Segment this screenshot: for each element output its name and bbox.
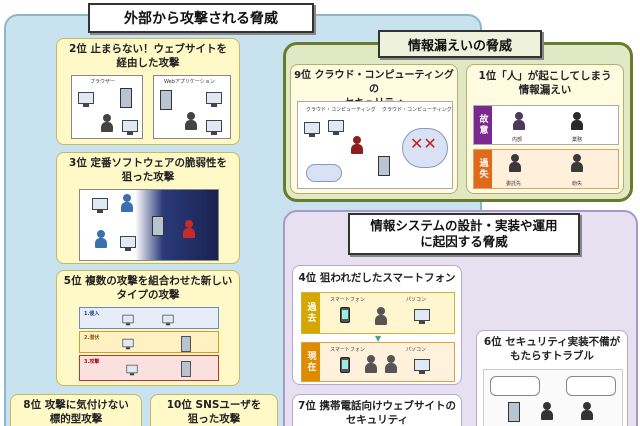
rank6-illustration [483,369,623,426]
rank6-card: 6位 セキュリティ実装不備がもたらすトラブル [476,330,628,426]
attacker-icon [100,114,114,132]
attacker-icon [374,307,388,325]
computer-icon [92,198,108,213]
rank1-card: 1位「人」が起こしてしまう情報漏えい 故意 内部 業務 過失 委託先 紛失 [466,64,624,194]
computer-icon [122,314,134,326]
server-icon [181,336,191,352]
user-icon [580,402,594,420]
rank4-past-row: 過去 スマートフォン パソコン [301,292,455,334]
speech-bubble [490,376,540,396]
rank1-label-c: 委託先 [506,181,522,187]
rank2-webapp-label: Webアプリケーション [164,79,215,85]
contractor-icon [508,154,522,172]
rank4-pc-label: パソコン [406,297,427,303]
intent-tag: 故意 [474,106,492,144]
attacker-icon [184,112,198,130]
external-threats-heading: 外部から攻撃される脅威 [88,3,314,33]
server-icon [160,90,172,110]
rank4-pc-label-now: パソコン [406,347,427,353]
rank4-title: 4位 狙われだしたスマートフォン [298,272,456,284]
worker-icon [570,112,584,130]
user-icon [120,194,134,212]
server-icon [378,156,390,176]
computer-icon [206,120,222,135]
rank1-label-a: 内部 [512,137,523,143]
server-icon [120,88,132,108]
attacker-icon [364,355,378,373]
cloud-icon [402,128,448,168]
attacker-icon [384,355,398,373]
computer-icon [414,309,430,324]
rank1-error-row: 過失 委託先 紛失 [473,149,619,189]
rank2-webapp-illustration: Webアプリケーション [153,75,231,139]
computer-icon [162,314,174,326]
insider-icon [512,112,526,130]
rank10-card: 10位 SNSユーザを狙った攻撃 [150,394,278,426]
rank4-card: 4位 狙われだしたスマートフォン 過去 スマートフォン パソコン ▼ 現在 スマ… [292,265,462,385]
rank2-browser-label: ブラウザー [90,79,116,85]
cloud-icon [306,164,342,182]
rank5-step1-band: 1.侵入 [79,307,219,329]
computer-icon [126,364,138,376]
rank3-title: 3位 定番ソフトウェアの脆弱性を狙った攻撃 [69,157,227,183]
rank10-title: 10位 SNSユーザを狙った攻撃 [166,399,262,425]
rank5-step2-label: 2.潜伏 [84,335,100,341]
now-tag: 現在 [302,343,320,381]
computer-icon [122,120,138,135]
rank5-step3-band: 3.攻撃 [79,355,219,381]
smartphone-icon [340,357,350,373]
server-icon [152,216,164,236]
rank9-note-left: クラウド・コンピューティング [306,107,376,113]
rank5-step1-label: 1.侵入 [84,311,100,317]
computer-icon [78,92,94,107]
computer-icon [206,92,222,107]
user-icon [570,154,584,172]
computer-icon [122,338,134,350]
computer-icon [120,236,136,251]
rank5-card: 5位 複数の攻撃を組合わせた新しいタイプの攻撃 1.侵入 2.潜伏 3.攻撃 [56,270,240,386]
failure-icon: ✕✕ [410,134,437,153]
rank7-title: 7位 携帯電話向けウェブサイトのセキュリティ [298,400,456,426]
attacker-icon [182,220,196,238]
rank9-illustration: クラウド・コンピューティング クラウド・コンピューティング ✕✕ [297,101,453,189]
computer-icon [328,120,344,135]
rank1-title: 1位「人」が起こしてしまう情報漏えい [478,70,612,96]
user-icon [94,230,108,248]
rank5-step2-band: 2.潜伏 [79,331,219,353]
rank2-title: 2位 止まらない！ウェブサイトを経由した攻撃 [69,43,227,69]
system-design-heading: 情報システムの設計・実装や運用 に起因する脅威 [348,213,580,255]
rank9-note-right: クラウド・コンピューティング [382,107,452,113]
rank1-intent-row: 故意 内部 業務 [473,105,619,145]
rank4-smartphone-label: スマートフォン [330,297,365,303]
rank3-card: 3位 定番ソフトウェアの脆弱性を狙った攻撃 [56,152,240,264]
server-icon [181,361,191,377]
computer-icon [304,122,320,137]
rank9-card: 9位 クラウド・コンピューティングのセキュリティ クラウド・コンピューティング … [290,64,458,194]
computer-icon [414,359,430,374]
rank8-card: 8位 攻撃に気付けない標的型攻撃 [10,394,142,426]
developer-icon [540,402,554,420]
attacker-icon [350,136,364,154]
rank4-now-row: 現在 スマートフォン パソコン [301,342,455,382]
rank2-card: 2位 止まらない！ウェブサイトを経由した攻撃 ブラウザー Webアプリケーション [56,38,240,145]
past-tag: 過去 [302,293,320,333]
server-icon [508,402,520,422]
rank5-title: 5位 複数の攻撃を組合わせた新しいタイプの攻撃 [63,275,233,301]
rank4-smartphone-label-now: スマートフォン [330,347,365,353]
rank6-title: 6位 セキュリティ実装不備がもたらすトラブル [483,336,621,362]
rank2-browser-illustration: ブラウザー [71,75,143,139]
error-tag: 過失 [474,150,492,188]
arrow-down-icon: ▼ [375,334,382,343]
information-leak-heading: 情報漏えいの脅威 [378,30,542,58]
rank5-step3-label: 3.攻撃 [84,359,100,365]
rank1-label-d: 紛失 [572,181,583,187]
speech-bubble [566,376,616,396]
rank1-label-b: 業務 [572,137,583,143]
rank3-illustration [79,189,219,261]
smartphone-icon [340,307,350,323]
rank7-card: 7位 携帯電話向けウェブサイトのセキュリティ [292,394,462,426]
rank8-title: 8位 攻撃に気付けない標的型攻撃 [23,399,129,425]
